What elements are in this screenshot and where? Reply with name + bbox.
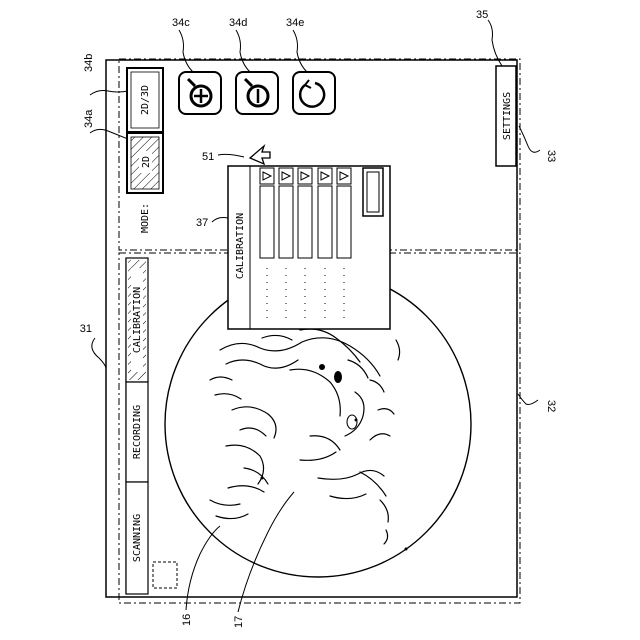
ref-34b: 34b (83, 54, 95, 72)
calibration-slider-3[interactable] (298, 168, 312, 258)
mode-2d-label: 2D (141, 156, 152, 168)
zoom-in-icon[interactable] (179, 72, 221, 114)
zoom-out-icon[interactable] (236, 72, 278, 114)
ref-16: 16 (181, 614, 193, 626)
ref-51: 51 (202, 151, 214, 163)
calibration-panel-button[interactable] (363, 168, 383, 216)
calibration-slider-4[interactable] (318, 168, 332, 258)
reset-icon[interactable] (293, 72, 335, 114)
calibration-panel: CALIBRATION (228, 166, 390, 329)
tab-bar: CALIBRATION RECORDING SCANNING (126, 258, 148, 594)
ref-17: 17 (233, 616, 245, 628)
cursor-arrow-icon (250, 146, 270, 164)
ref-32: 32 (545, 400, 557, 412)
mode-2d-button[interactable]: 2D (127, 133, 163, 193)
ref-31: 31 (80, 323, 92, 335)
calibration-slider-5[interactable] (337, 168, 351, 258)
settings-label: SETTINGS (502, 92, 513, 140)
ref-35: 35 (476, 9, 488, 21)
tab-calibration-label: CALIBRATION (132, 287, 143, 353)
calibration-panel-title: CALIBRATION (235, 213, 246, 279)
tab-recording-label: RECORDING (132, 405, 143, 459)
mode-label: MODE: (140, 203, 151, 233)
settings-button[interactable]: SETTINGS (496, 66, 516, 166)
mode-2d3d-button[interactable]: 2D/3D (127, 68, 163, 132)
thumbnail-placeholder[interactable] (153, 562, 177, 588)
ref-34d: 34d (229, 17, 247, 29)
tab-scanning-label: SCANNING (132, 514, 143, 562)
ref-33: 33 (545, 150, 557, 162)
ref-34c: 34c (172, 17, 190, 29)
ref-34a: 34a (83, 109, 95, 128)
ref-34e: 34e (286, 17, 304, 29)
ref-37: 37 (196, 217, 208, 229)
mode-2d3d-label: 2D/3D (140, 85, 151, 115)
calibration-slider-1[interactable] (260, 168, 274, 258)
calibration-slider-2[interactable] (279, 168, 293, 258)
